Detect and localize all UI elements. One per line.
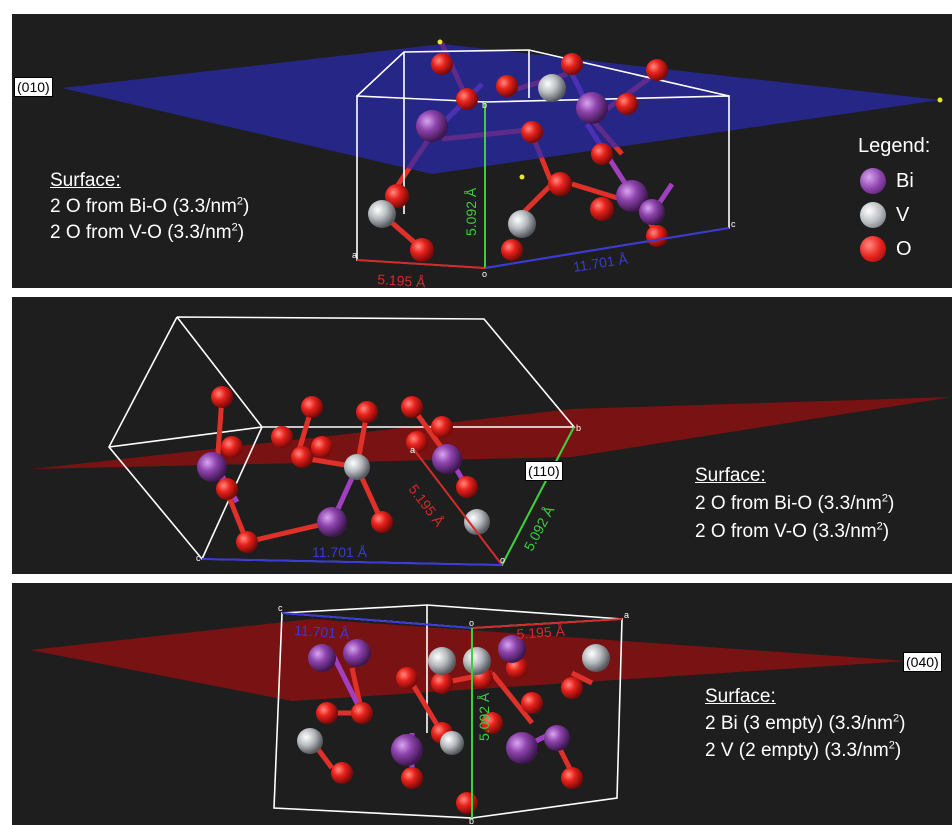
plane-010 xyxy=(62,44,940,174)
bi-atom-icon xyxy=(860,168,886,194)
surface-title: Surface: xyxy=(50,170,121,191)
length-b: 5.092 Å xyxy=(521,503,558,554)
crystal-view-040: c a o b 11.701 Å 5.195 Å 5.092 Å xyxy=(30,603,907,825)
panel-010: a b c o 5.195 Å 5.092 Å 11.701 Å (010) S… xyxy=(12,14,952,288)
axis-c xyxy=(281,612,473,629)
atoms xyxy=(368,53,668,262)
legend-item-v: V xyxy=(860,202,909,228)
panel-110: a b c o 5.195 Å 5.092 Å 11.701 Å (110) S… xyxy=(12,297,952,574)
corner-b: b xyxy=(576,423,581,433)
corner-o: o xyxy=(500,555,505,565)
corner-c: c xyxy=(731,219,736,229)
axis-b xyxy=(501,426,575,566)
length-a: 5.195 Å xyxy=(516,623,566,642)
corner-a: a xyxy=(624,610,629,620)
corner-o: o xyxy=(469,618,474,628)
length-b: 5.092 Å xyxy=(476,692,492,741)
axis-a xyxy=(471,618,623,629)
corner-a: a xyxy=(410,445,415,455)
surface-line-1: 2 O from Bi-O (3.3/nm2) xyxy=(695,492,895,514)
surface-title: Surface: xyxy=(705,686,776,707)
axis-a xyxy=(356,259,486,269)
plane-110 xyxy=(32,397,952,469)
corner-b: b xyxy=(482,100,487,110)
corner-o: o xyxy=(482,269,487,279)
legend-title: Legend: xyxy=(858,135,931,157)
length-c: 11.701 Å xyxy=(312,544,368,560)
plane-label-110: (110) xyxy=(525,461,563,481)
plane-label-010: (010) xyxy=(14,77,53,97)
corner-a: a xyxy=(352,250,357,260)
atoms xyxy=(197,386,490,553)
panel-040: c a o b 11.701 Å 5.195 Å 5.092 Å (040) S… xyxy=(12,583,952,825)
crystal-view-110: a b c o 5.195 Å 5.092 Å 11.701 Å xyxy=(32,316,952,566)
length-c: 11.701 Å xyxy=(294,622,351,642)
length-a: 5.195 Å xyxy=(406,481,448,530)
length-c: 11.701 Å xyxy=(572,250,629,275)
legend-item-bi: Bi xyxy=(860,168,914,194)
axis-c xyxy=(484,227,730,269)
surface-line-1: 2 O from Bi-O (3.3/nm2) xyxy=(50,195,250,217)
corner-c: c xyxy=(278,603,283,613)
atoms xyxy=(297,635,610,814)
surface-line-2: 2 O from V-O (3.3/nm2) xyxy=(695,520,890,542)
corner-c: c xyxy=(196,553,201,563)
length-b: 5.092 Å xyxy=(463,187,479,236)
axis-a xyxy=(411,446,503,566)
axis-c xyxy=(201,558,503,566)
surface-line-1: 2 Bi (3 empty) (3.3/nm2) xyxy=(705,712,906,734)
length-a: 5.195 Å xyxy=(377,271,427,288)
surface-line-2: 2 V (2 empty) (3.3/nm2) xyxy=(705,739,902,761)
o-atom-icon xyxy=(860,236,886,262)
surface-title: Surface: xyxy=(695,465,766,486)
v-atom-icon xyxy=(860,202,886,228)
corner-b: b xyxy=(469,816,474,825)
plane-label-040: (040) xyxy=(903,652,942,672)
surface-line-2: 2 O from V-O (3.3/nm2) xyxy=(50,221,245,243)
legend-item-o: O xyxy=(860,236,912,262)
crystal-view-010: a b c o 5.195 Å 5.092 Å 11.701 Å xyxy=(62,39,943,288)
